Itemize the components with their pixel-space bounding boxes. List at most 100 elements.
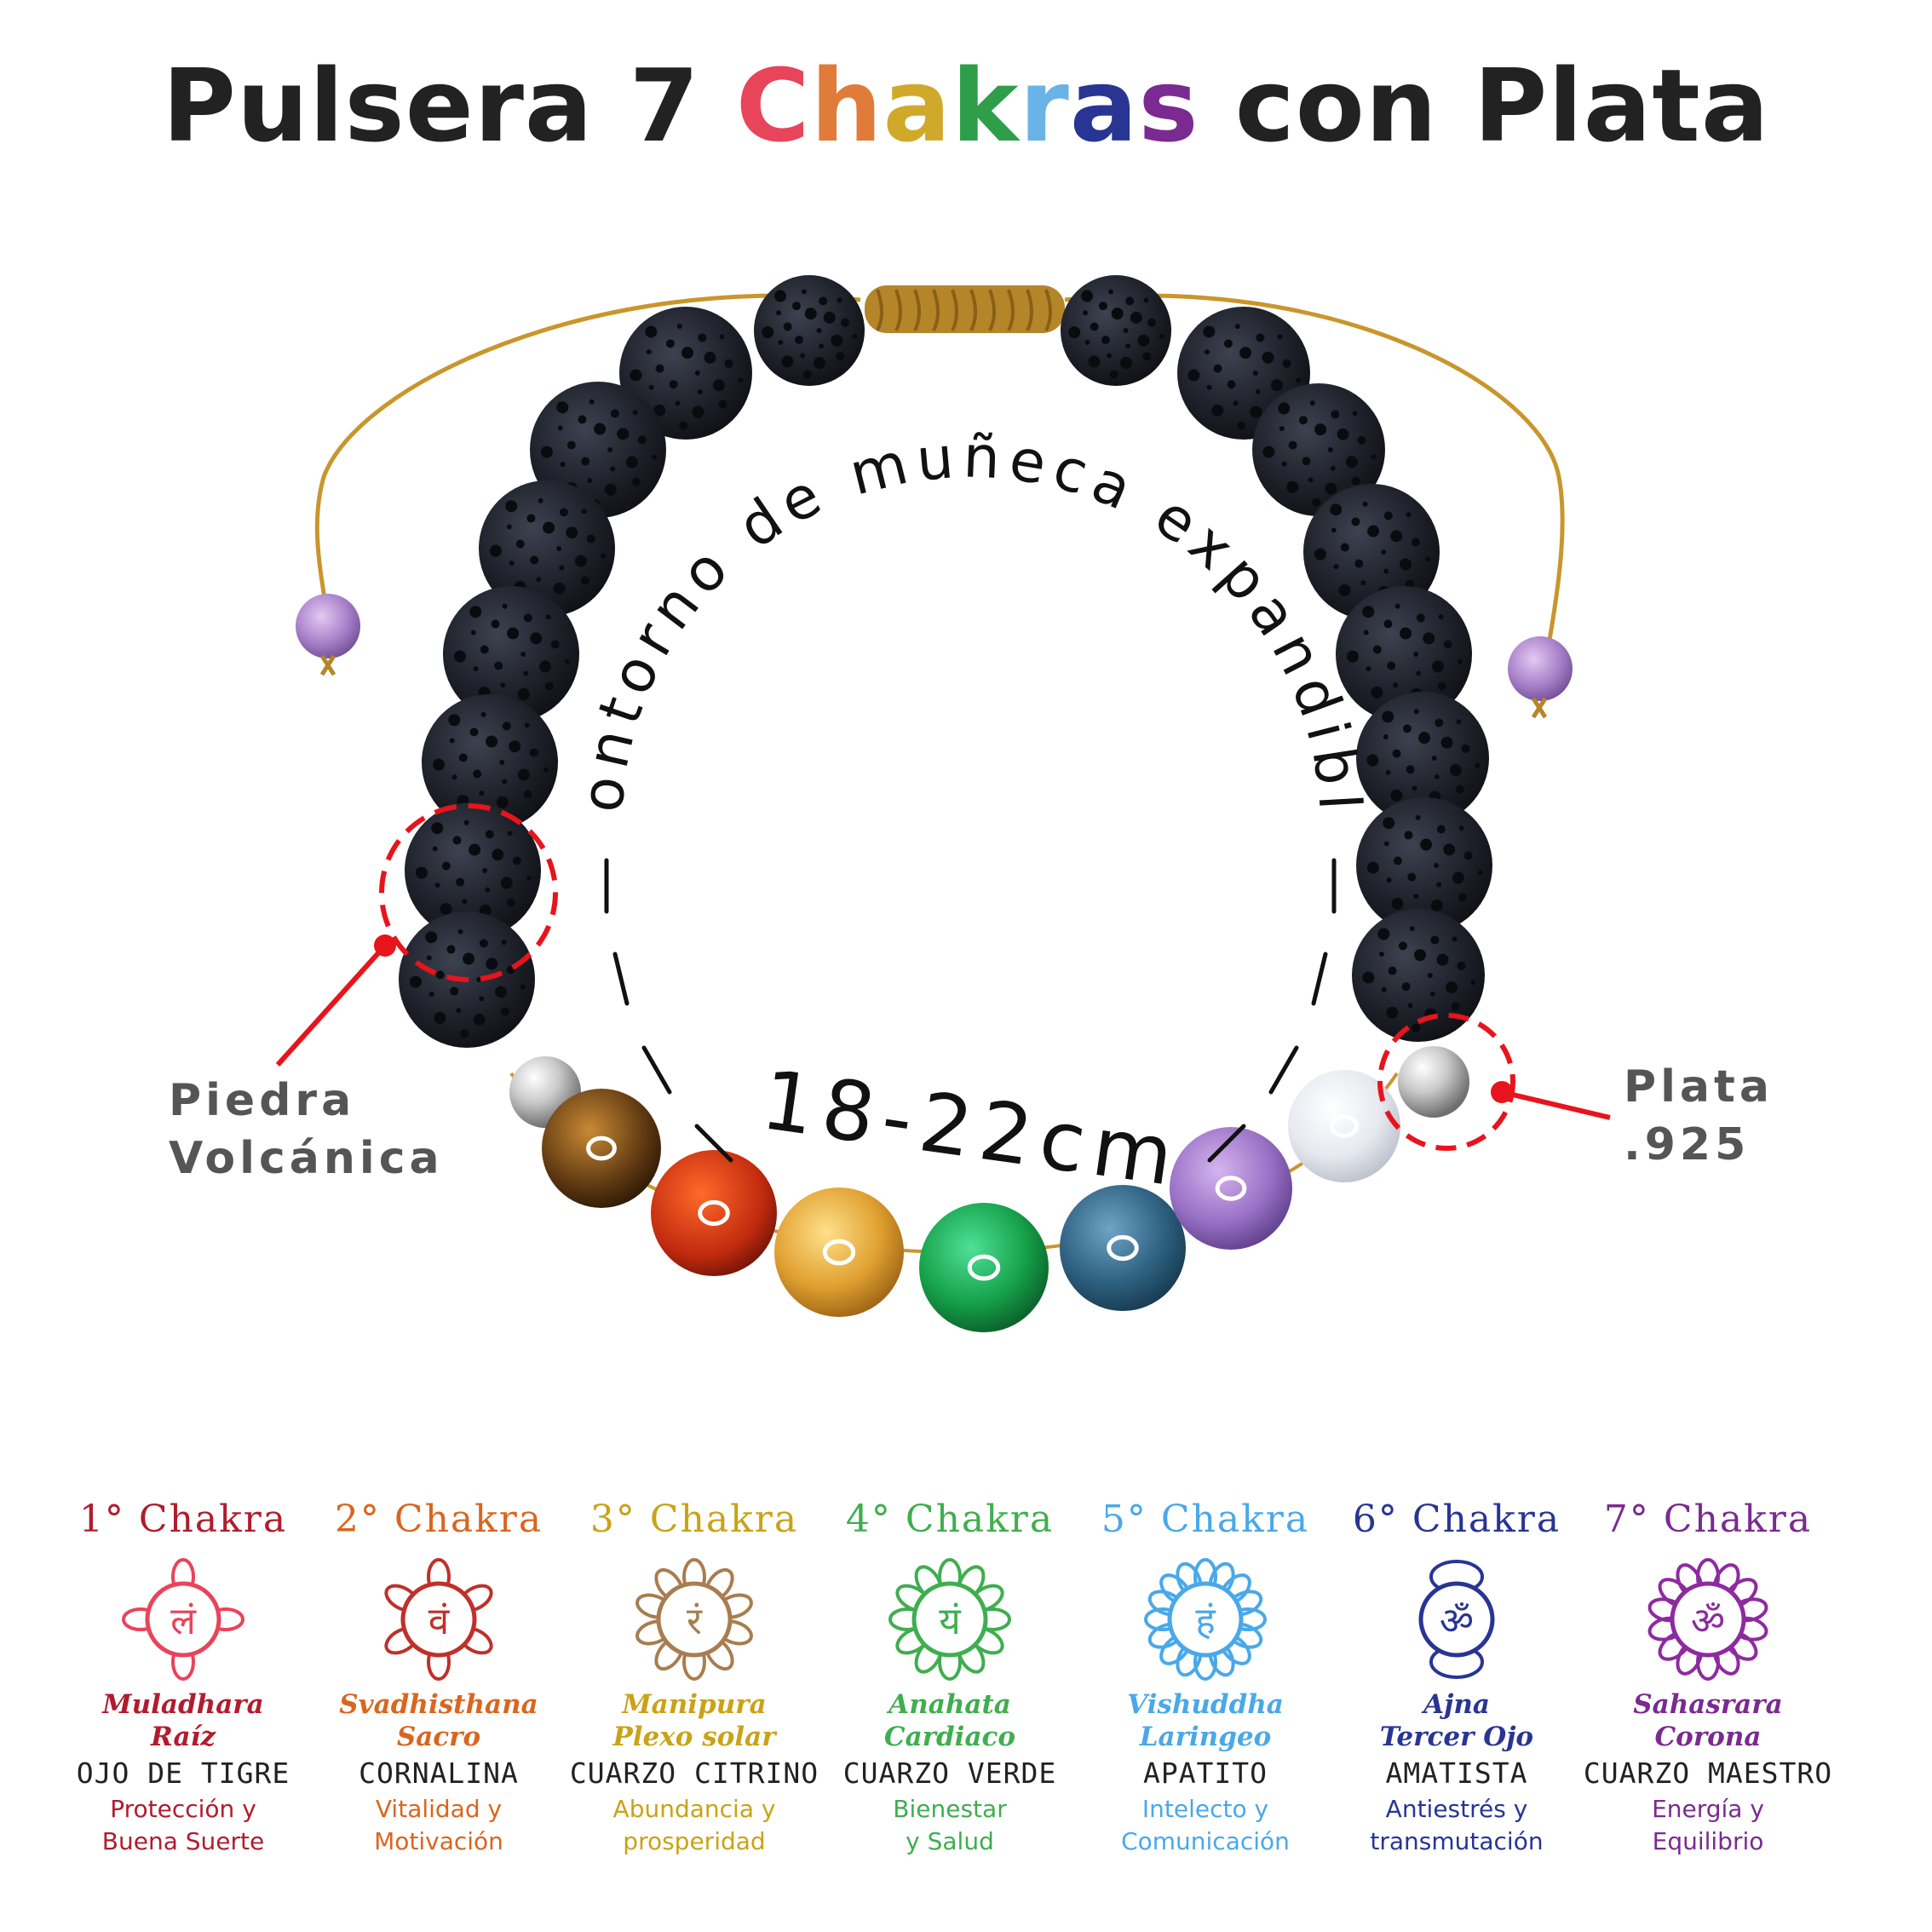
- lava-pore: [499, 760, 505, 765]
- lava-pore: [460, 1029, 469, 1038]
- lava-pore: [1414, 949, 1427, 962]
- lava-pore: [1270, 379, 1283, 392]
- lava-pore: [489, 544, 502, 557]
- lava-pore: [1457, 961, 1466, 970]
- lava-pore: [1386, 1006, 1399, 1019]
- lava-pore: [1125, 296, 1135, 306]
- lava-pore: [1234, 324, 1240, 330]
- lava-pore: [517, 768, 530, 781]
- lava-pore: [581, 509, 587, 515]
- lava-pore: [1338, 584, 1351, 596]
- lava-pore: [1123, 328, 1129, 333]
- lava-pore: [1455, 785, 1464, 794]
- lava-pore: [610, 466, 616, 472]
- lava-pore: [550, 640, 560, 649]
- lava-pore: [1413, 709, 1419, 715]
- lava-pore: [1434, 773, 1440, 779]
- lava-pore: [1233, 400, 1239, 406]
- lava-pore: [1405, 579, 1414, 589]
- lava-pore: [819, 296, 828, 306]
- lava-pore: [1383, 817, 1395, 830]
- lava-pore: [1436, 882, 1442, 888]
- bead-hole: [698, 1199, 730, 1227]
- lava-pore: [1120, 357, 1133, 370]
- lava-pore: [781, 355, 794, 368]
- chakra-beads: [542, 1070, 1400, 1332]
- lava-pore: [804, 308, 817, 320]
- lava-pore: [697, 388, 703, 394]
- lava-pore: [1262, 351, 1274, 364]
- lava-pore: [1098, 302, 1107, 311]
- lava-pore: [581, 457, 590, 466]
- lava-pore: [1281, 461, 1287, 467]
- lava-pore: [1366, 861, 1379, 874]
- lava-pore: [852, 334, 858, 340]
- lava-pore: [1402, 724, 1412, 733]
- lava-pore: [651, 454, 657, 460]
- lava-pore: [1203, 325, 1216, 338]
- lava-pore: [1371, 454, 1377, 460]
- cord-right: [1064, 293, 1565, 691]
- lava-pore: [515, 539, 525, 549]
- lava-pore: [1429, 991, 1435, 997]
- lava-pore: [645, 325, 658, 338]
- lava-pore: [1457, 658, 1463, 664]
- lava-pore: [632, 410, 638, 416]
- lava-pore: [1477, 870, 1483, 876]
- lava-pore: [502, 603, 508, 609]
- lava-pore: [1401, 982, 1411, 992]
- lava-pore: [457, 929, 463, 934]
- lava-pore: [1366, 754, 1379, 767]
- lava-pore: [1125, 343, 1131, 349]
- lava-pore: [1452, 936, 1458, 942]
- title-part: h: [810, 47, 883, 164]
- lava-pore: [1470, 980, 1476, 986]
- title-part: k: [952, 47, 1020, 164]
- lava-pore: [480, 711, 486, 717]
- lava-pore: [415, 866, 428, 879]
- lava-bead: [1336, 586, 1472, 722]
- title-part: s: [1138, 47, 1199, 164]
- lava-pore: [1430, 899, 1443, 911]
- lava-pore: [698, 333, 707, 342]
- lava-pore: [1084, 339, 1090, 345]
- lava-pore: [1147, 318, 1157, 327]
- lava-pore: [1458, 893, 1467, 902]
- lava-pore: [1346, 650, 1359, 663]
- lava-pore: [1388, 966, 1397, 975]
- lava-pore: [801, 289, 807, 295]
- label-volcanic-stone: Piedra Volcánica: [169, 1072, 444, 1187]
- lava-pore: [473, 769, 482, 779]
- lava-pore: [1213, 364, 1222, 373]
- chakra-stone: AMATISTA: [1385, 1757, 1528, 1790]
- lava-pore: [1387, 661, 1396, 670]
- lava-pore: [506, 524, 512, 530]
- lava-pore: [494, 986, 507, 998]
- lava-pore: [434, 1011, 446, 1024]
- lava-pore: [1451, 1002, 1460, 1011]
- lava-pore: [520, 984, 526, 990]
- lava-pore: [1445, 981, 1458, 994]
- lava-pore: [432, 846, 438, 852]
- lava-pore: [1363, 630, 1369, 635]
- title-part: r: [1019, 47, 1070, 164]
- lava-pore: [526, 875, 532, 881]
- lava-pore: [1406, 765, 1415, 774]
- lava-pore: [1351, 517, 1360, 526]
- lava-pore: [1352, 411, 1358, 417]
- lava-pore: [538, 660, 551, 673]
- lava-pore: [676, 324, 682, 330]
- lava-pore: [1090, 322, 1099, 331]
- chakra-stone: APATITO: [1142, 1757, 1268, 1790]
- lava-pore: [1345, 456, 1358, 469]
- lava-pore: [1107, 353, 1113, 359]
- chakra-stone: CUARZO MAESTRO: [1583, 1757, 1833, 1790]
- lava-pore: [505, 500, 518, 513]
- lava-pore: [506, 898, 515, 907]
- lava-pore: [675, 400, 681, 406]
- chakra-title: 7° Chakra: [1603, 1498, 1813, 1541]
